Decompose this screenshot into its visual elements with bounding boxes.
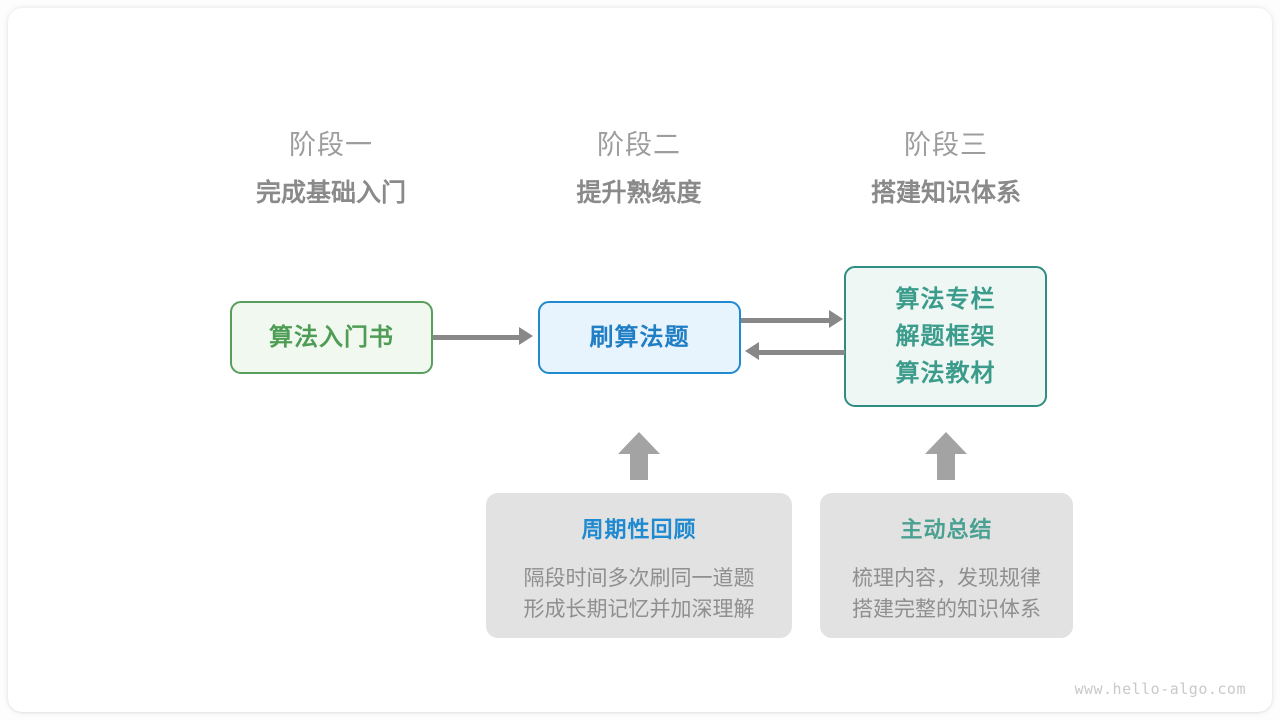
- node-label-line-3: 算法教材: [895, 360, 996, 387]
- watermark: www.hello-algo.com: [1074, 680, 1246, 698]
- node-label-line-2: 解题框架: [895, 323, 996, 350]
- stage-title: 提升熟练度: [576, 179, 702, 207]
- info-box-title: 周期性回顾: [581, 517, 697, 542]
- info-box-body-line-1: 梳理内容，发现规律: [852, 567, 1041, 590]
- stage-title: 搭建知识体系: [870, 179, 1021, 207]
- node-practice-problems[interactable]: 刷算法题: [538, 301, 741, 374]
- node-label: 刷算法题: [589, 324, 690, 351]
- info-box-body: 隔段时间多次刷同一道题 形成长期记忆并加深理解: [486, 563, 792, 625]
- node-algorithm-intro-book[interactable]: 算法入门书: [230, 301, 433, 374]
- connector-resources-to-practice-arrowhead: [745, 342, 759, 360]
- stage-number: 阶段一: [289, 130, 373, 160]
- connector-resources-to-practice-line: [759, 350, 845, 355]
- stage-number: 阶段三: [904, 130, 988, 160]
- info-box-periodic-review[interactable]: 周期性回顾 隔段时间多次刷同一道题 形成长期记忆并加深理解: [486, 493, 792, 638]
- stage-header-3: 阶段三 搭建知识体系: [816, 128, 1076, 210]
- connector-review-to-practice-up-arrow-icon: [618, 432, 660, 480]
- connector-practice-to-resources-line: [741, 318, 829, 323]
- stage-header-1: 阶段一 完成基础入门: [201, 128, 461, 210]
- info-box-body-line-2: 形成长期记忆并加深理解: [523, 598, 755, 621]
- node-label-line-1: 算法专栏: [895, 286, 996, 313]
- info-box-active-summary[interactable]: 主动总结 梳理内容，发现规律 搭建完整的知识体系: [820, 493, 1073, 638]
- connector-book-to-practice-line: [433, 335, 519, 340]
- connector-summary-to-resources-up-arrow-icon: [925, 432, 967, 480]
- info-box-title: 主动总结: [900, 517, 993, 542]
- node-label: 算法入门书: [269, 324, 394, 351]
- stage-header-2: 阶段二 提升熟练度: [509, 128, 769, 210]
- connector-book-to-practice-arrowhead: [519, 327, 533, 345]
- info-box-body-line-1: 隔段时间多次刷同一道题: [523, 567, 755, 590]
- connector-practice-to-resources-arrowhead: [829, 310, 843, 328]
- stage-title: 完成基础入门: [255, 179, 406, 207]
- node-learning-resources[interactable]: 算法专栏 解题框架 算法教材: [844, 266, 1047, 407]
- info-box-body-line-2: 搭建完整的知识体系: [852, 598, 1041, 621]
- info-box-body: 梳理内容，发现规律 搭建完整的知识体系: [820, 563, 1073, 625]
- stage-number: 阶段二: [597, 130, 681, 160]
